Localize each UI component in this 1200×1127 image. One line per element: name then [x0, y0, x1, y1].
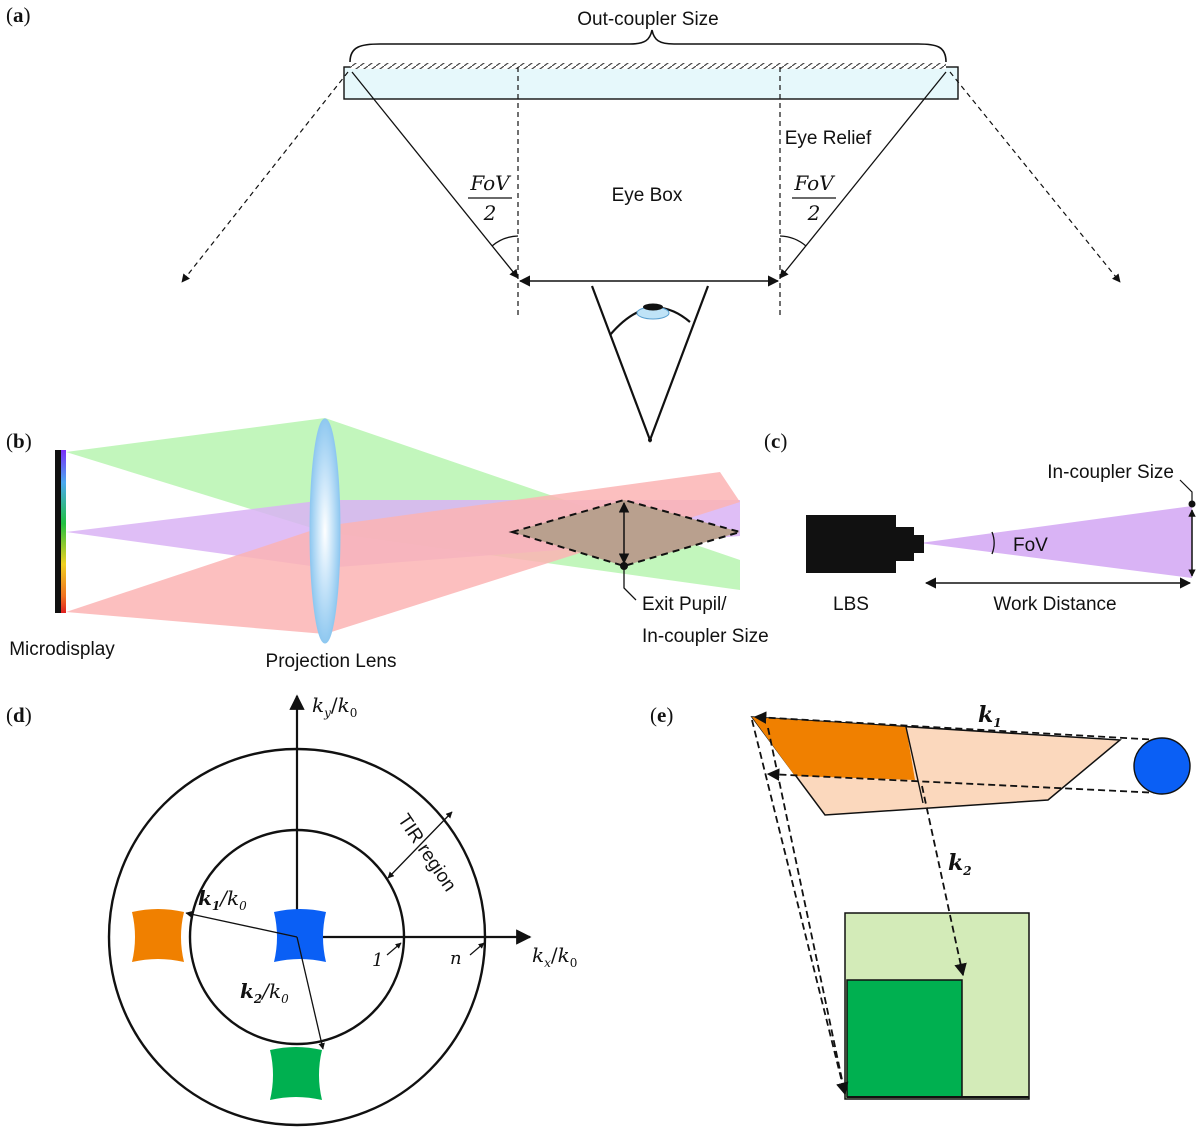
projection-lens: [309, 418, 341, 644]
k1-label: k1/k0: [198, 886, 247, 913]
fov-ray-left: [351, 71, 519, 279]
k2-arrow-left-inner: [767, 727, 846, 1095]
panel-b-tag: (b): [6, 429, 32, 453]
microdisplay-label: Microdisplay: [9, 639, 115, 660]
k2-arrow-left-outer: [751, 719, 849, 1096]
fov-cone: [920, 506, 1192, 578]
k2-vector: [296, 936, 325, 1050]
panel-e: (e) k1 k2: [650, 702, 1191, 1100]
svg-text:2: 2: [807, 201, 821, 225]
panel-a-tag: (a): [6, 3, 31, 27]
microdisplay: [55, 450, 64, 613]
out-coupler-brace: [349, 29, 947, 63]
expander-first-order: [752, 717, 915, 780]
in-coupler-size-label: In-coupler Size: [1047, 462, 1174, 483]
outer-ray-left: [181, 71, 349, 283]
panel-b: (b) Microdisplay Projection Lens Exit Pu…: [6, 418, 769, 672]
n-label: n: [450, 948, 462, 969]
k1-arrow-top: [753, 711, 1161, 741]
lbs-device: [806, 515, 924, 573]
fov-label: FoV: [1013, 535, 1048, 556]
eye-relief-label: Eye Relief: [785, 128, 872, 149]
fov-angle-arc-left: [491, 235, 519, 247]
eye-box-label: Eye Box: [612, 185, 683, 206]
kx-axis-label: kx/k0: [532, 943, 577, 970]
fov-ray-right: [779, 71, 947, 279]
fov-half-right: FoV 2: [792, 171, 836, 225]
lbs-label: LBS: [833, 594, 869, 615]
outer-ray-right: [949, 71, 1121, 283]
panel-c-tag: (c): [764, 429, 787, 453]
fov-angle-arc: [991, 531, 995, 555]
projection-lens-label: Projection Lens: [266, 651, 397, 672]
panel-d-tag: (d): [6, 703, 32, 727]
eye-icon: [590, 285, 710, 444]
svg-text:FoV: FoV: [469, 171, 512, 195]
k2-label-e: k2: [948, 850, 972, 878]
panel-c: (c) FoV In-coupler Size LBS Work Distanc…: [764, 429, 1196, 615]
fov-angle-arc-right: [779, 235, 807, 247]
exit-pupil-leader: [623, 566, 637, 601]
tir-region-label: TIR region: [393, 810, 460, 895]
one-label: 1: [372, 950, 383, 971]
k1-vector: [185, 911, 298, 938]
red-beam: [66, 472, 740, 634]
out-coupler-first-order: [846, 979, 963, 1098]
n-marker-arrow: [469, 942, 485, 956]
out-coupler-grating: [350, 63, 946, 69]
out-coupler-size-label: Out-coupler Size: [577, 9, 719, 30]
exit-pupil-label-line2: In-coupler Size: [642, 626, 769, 647]
svg-text:FoV: FoV: [793, 171, 836, 195]
panel-e-tag: (e): [650, 703, 673, 727]
waveguide: [343, 66, 959, 100]
green-k-square: [270, 1047, 322, 1100]
k2-label: k2/k0: [240, 979, 289, 1006]
svg-text:2: 2: [483, 201, 497, 225]
in-coupler-circle: [1133, 737, 1191, 795]
tir-region-arrow: [387, 811, 453, 879]
orange-k-square: [132, 909, 184, 962]
exit-pupil-label-line1: Exit Pupil/: [642, 594, 727, 615]
panel-a: (a) Out-coupler Size Eye Box Eye Relief …: [6, 3, 1121, 444]
ky-axis-label: ky/k0: [312, 693, 357, 720]
k1-label-e: k1: [978, 702, 1002, 730]
one-marker-arrow: [386, 942, 402, 956]
fov-half-left: FoV 2: [468, 171, 512, 225]
work-distance-label: Work Distance: [993, 594, 1116, 615]
blue-k-square: [274, 909, 326, 962]
panel-d: (d) ky/k0 kx/k0 k1/k0 k2/k0 TIR region 1…: [6, 693, 577, 1127]
